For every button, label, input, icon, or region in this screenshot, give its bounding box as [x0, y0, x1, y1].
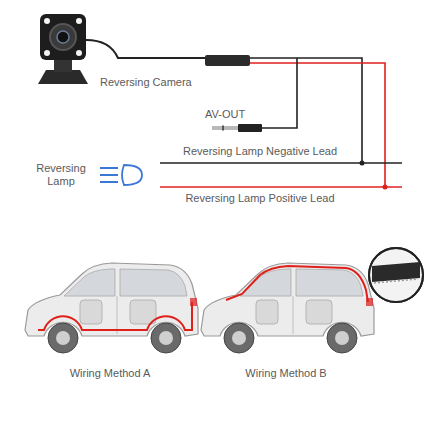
label-text: Wiring Method B [196, 367, 376, 380]
label-text: Reversing Lamp [30, 162, 92, 188]
label-text: Wiring Method A [20, 367, 200, 380]
label-text: Reversing Lamp Positive Lead [160, 192, 360, 205]
label-text: Reversing Lamp Negative Lead [160, 145, 360, 158]
label-text: AV-OUT [205, 108, 245, 121]
label-text: Reversing Camera [100, 76, 192, 89]
